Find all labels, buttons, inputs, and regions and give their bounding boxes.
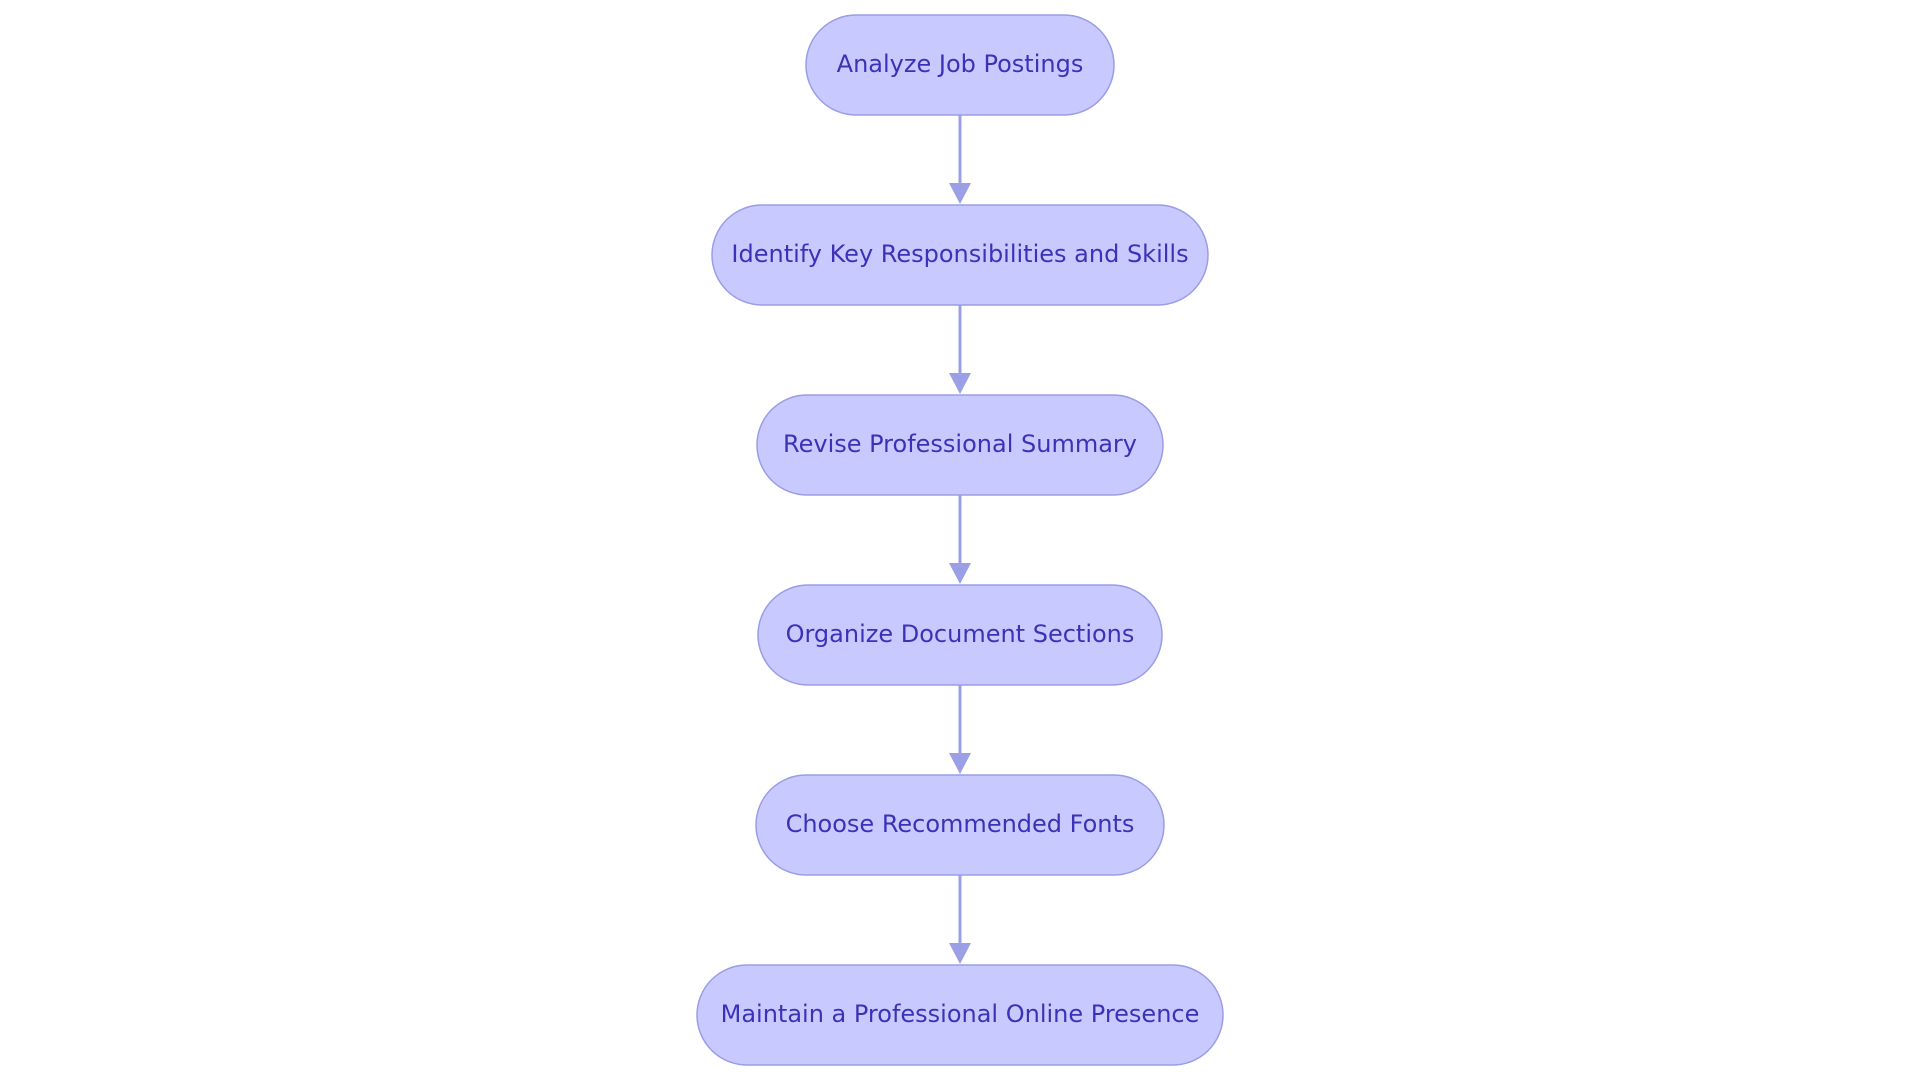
edge-analyze-to-identify: [949, 115, 971, 204]
node-revise-professional-summary: Revise Professional Summary: [756, 394, 1164, 496]
node-choose-recommended-fonts: Choose Recommended Fonts: [755, 774, 1165, 876]
edge-fonts-to-online-presence: [949, 875, 971, 964]
node-label: Choose Recommended Fonts: [786, 810, 1135, 838]
node-label: Identify Key Responsibilities and Skills: [731, 240, 1188, 268]
edge-organize-to-fonts: [949, 685, 971, 774]
node-maintain-online-presence: Maintain a Professional Online Presence: [696, 964, 1224, 1066]
node-identify-key-responsibilities: Identify Key Responsibilities and Skills: [711, 204, 1209, 306]
node-organize-document-sections: Organize Document Sections: [757, 584, 1163, 686]
edge-identify-to-revise: [949, 305, 971, 394]
node-analyze-job-postings: Analyze Job Postings: [805, 14, 1115, 116]
edge-revise-to-organize: [949, 495, 971, 584]
node-label: Maintain a Professional Online Presence: [721, 1000, 1200, 1028]
node-label: Analyze Job Postings: [837, 50, 1084, 78]
node-label: Revise Professional Summary: [783, 430, 1137, 458]
node-label: Organize Document Sections: [786, 620, 1135, 648]
